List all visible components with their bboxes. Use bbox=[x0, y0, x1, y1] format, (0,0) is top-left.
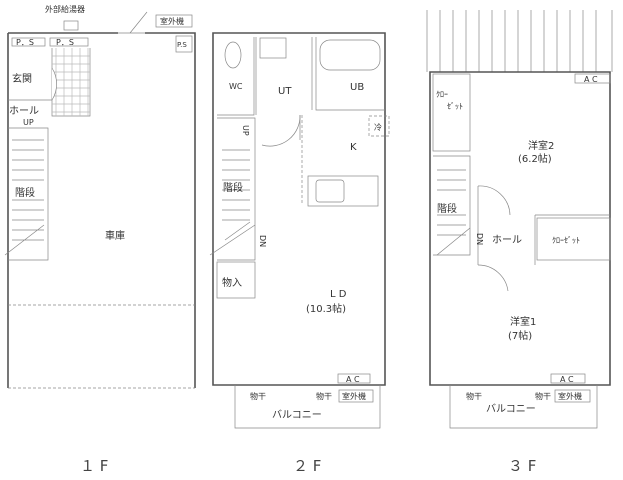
ld-label: L D bbox=[330, 289, 347, 300]
ut-door-swing bbox=[261, 114, 301, 147]
drying-label-2: 物干 bbox=[535, 391, 551, 401]
floor-2-label: ２ F bbox=[293, 457, 321, 475]
fridge-label: 冷 bbox=[374, 122, 382, 132]
ps-box-1 bbox=[11, 37, 46, 47]
entrance-label: 玄関 bbox=[12, 72, 32, 85]
garage-label: 車庫 bbox=[105, 229, 125, 242]
hall-label: ホール bbox=[9, 105, 39, 117]
ub-label: UB bbox=[350, 82, 364, 93]
ac-box bbox=[337, 373, 371, 384]
ps-box-3 bbox=[175, 35, 193, 53]
stairs-outline bbox=[217, 117, 256, 261]
wc-label: WC bbox=[229, 82, 243, 91]
stairs-outline bbox=[8, 127, 49, 261]
floor-2-walls bbox=[212, 32, 386, 386]
balcony-label: バルコニー bbox=[486, 403, 536, 415]
stairs-treads bbox=[4, 139, 45, 256]
outdoor-unit-box bbox=[155, 14, 193, 28]
up-label: UP bbox=[241, 125, 250, 136]
drying-label-2: 物干 bbox=[316, 391, 332, 401]
ut-label: UT bbox=[278, 86, 292, 97]
outdoor-unit-label: 室外機 bbox=[160, 16, 184, 26]
entrance-door-swing bbox=[51, 67, 57, 101]
closet-left-label-1: ｸﾛｰ bbox=[436, 90, 448, 99]
hall-label: ホール bbox=[492, 234, 522, 246]
roof-balcony-louvers bbox=[426, 10, 613, 72]
drying-label-1: 物干 bbox=[466, 391, 482, 401]
dn-label: DN bbox=[475, 233, 484, 245]
floor-1-label: １ F bbox=[80, 457, 108, 475]
closet-right-outline bbox=[536, 217, 611, 261]
stairs-label: 階段 bbox=[223, 181, 243, 194]
floor-3-label: ３ F bbox=[508, 457, 536, 475]
closet-left-outline bbox=[432, 73, 471, 152]
bathtub-icon bbox=[319, 39, 381, 71]
hall-walls bbox=[477, 185, 610, 265]
sink-icon bbox=[315, 179, 345, 203]
floor-1-plan: 外部給湯器 室外機 P．S P．S P.S 玄関 ホール UP 階段 車庫 bbox=[4, 4, 196, 389]
toilet-icon bbox=[224, 41, 242, 69]
floor-1-walls bbox=[7, 32, 196, 388]
stairs-treads bbox=[436, 169, 471, 256]
closet-right-label: ｸﾛｰｾﾞｯﾄ bbox=[552, 236, 580, 245]
up-label: UP bbox=[23, 118, 34, 127]
water-heater-symbol bbox=[63, 20, 79, 31]
ps-label-1: P．S bbox=[16, 38, 34, 47]
entrance-tiles bbox=[52, 48, 90, 116]
outdoor-unit-box bbox=[554, 389, 591, 403]
washbasin-icon bbox=[259, 37, 287, 59]
room1-size: (7帖) bbox=[508, 329, 532, 342]
room1-label: 洋室1 bbox=[510, 315, 536, 328]
outdoor-unit-label: 室外機 bbox=[342, 391, 366, 401]
ac-label-top: A C bbox=[584, 75, 598, 84]
drying-label-1: 物干 bbox=[250, 391, 266, 401]
ac-box-top bbox=[574, 73, 611, 84]
outdoor-unit-label: 室外機 bbox=[558, 391, 582, 401]
stairs-treads bbox=[209, 149, 256, 256]
stairs-label: 階段 bbox=[15, 186, 35, 199]
floor-3-plan: A C ｸﾛｰ ｾﾞｯﾄ 洋室2 (6.2帖) 階段 DN ホール ｸﾛｰｾﾞｯ… bbox=[426, 10, 613, 429]
ac-label: A C bbox=[346, 375, 360, 384]
floor-2-plan: WC UT UB 冷 K UP DN 階段 物入 L D (10.3帖) A C… bbox=[209, 32, 390, 429]
water-heater-label: 外部給湯器 bbox=[45, 4, 85, 14]
ps-box-2 bbox=[49, 37, 89, 47]
storage-label: 物入 bbox=[222, 276, 242, 289]
fridge-space bbox=[368, 115, 390, 137]
balcony-outline bbox=[234, 385, 381, 429]
ps-label-3: P.S bbox=[177, 41, 187, 49]
room2-size: (6.2帖) bbox=[518, 152, 552, 165]
ld-size: (10.3帖) bbox=[306, 302, 346, 315]
floor-1-door bbox=[118, 11, 148, 34]
storage-outline bbox=[216, 261, 256, 299]
wet-area-walls bbox=[217, 37, 385, 140]
ac-box-bottom bbox=[550, 373, 586, 384]
room1-door-swing bbox=[477, 264, 509, 292]
balcony-outline bbox=[449, 385, 598, 429]
kitchen-label: K bbox=[350, 142, 357, 153]
floor-3-walls bbox=[429, 71, 611, 386]
balcony-label: バルコニー bbox=[272, 409, 322, 421]
stairs-label: 階段 bbox=[437, 202, 457, 215]
dn-label: DN bbox=[258, 235, 267, 247]
kitchen-counter bbox=[307, 175, 379, 207]
ac-label-bottom: A C bbox=[560, 375, 574, 384]
stairs-outline bbox=[433, 155, 471, 256]
outdoor-unit-box bbox=[338, 389, 374, 403]
closet-left-label-2: ｾﾞｯﾄ bbox=[447, 102, 463, 111]
ps-label-2: P．S bbox=[56, 38, 74, 47]
room2-label: 洋室2 bbox=[528, 139, 554, 152]
